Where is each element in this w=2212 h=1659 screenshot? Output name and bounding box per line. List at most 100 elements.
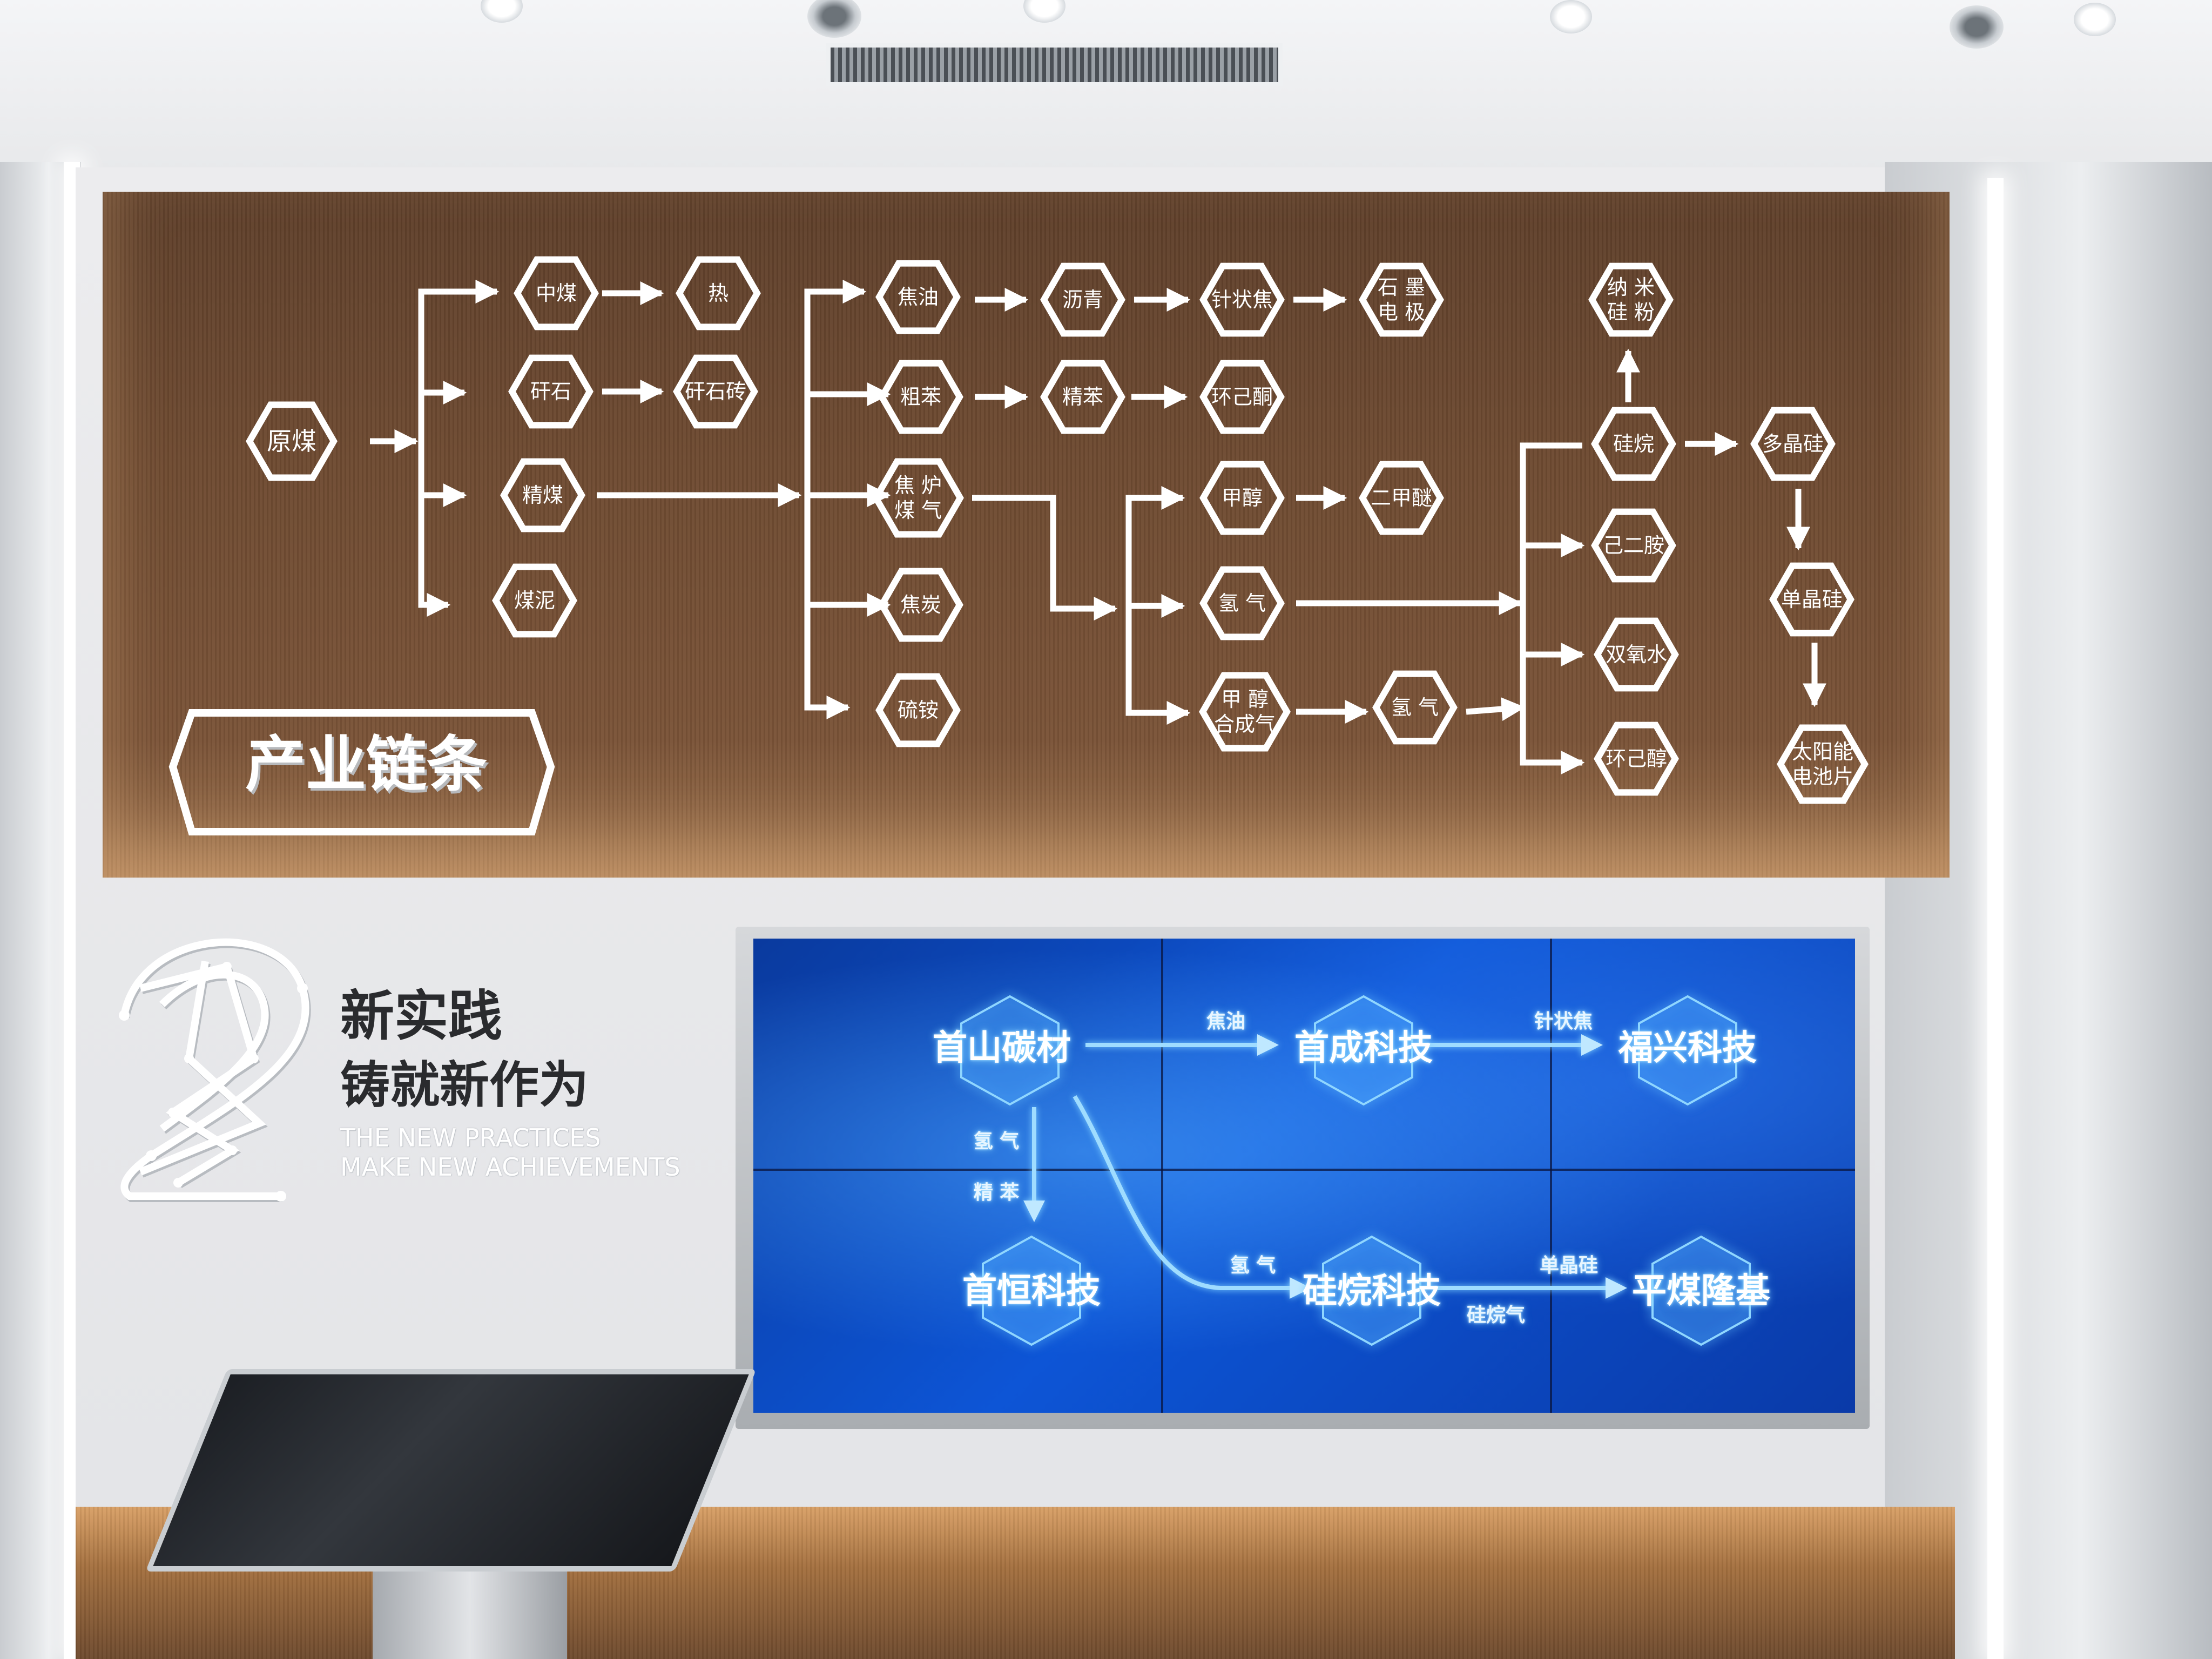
node-label-jiaotan: 焦炭: [900, 593, 942, 617]
ceiling-light: [1550, 0, 1592, 33]
hex-frame: [1314, 995, 1413, 1106]
node-label-re: 热: [707, 281, 729, 305]
node-label-huanjichun: 环己醇: [1605, 747, 1668, 771]
hex-node-jiaoyou: [875, 260, 961, 334]
industry-chain-title: 产业链条: [245, 730, 487, 800]
air-vent: [826, 43, 1283, 86]
flow-label-qingqi-curve: 氢 气: [1230, 1255, 1276, 1277]
flow-label-zhenzhuangjiao: 针状焦: [1534, 1010, 1593, 1033]
hex-node-jiachun: [1199, 461, 1285, 535]
company-shoushan: 首山碳材: [933, 1028, 1071, 1068]
node-label-yuanmei: 原煤: [267, 427, 316, 456]
hex-node-shimodianji: [1359, 262, 1444, 337]
node-label-liqing: 沥青: [1062, 288, 1104, 312]
hex-node-liqing: [1040, 262, 1125, 337]
hex-node-taiyangneng: [1777, 724, 1869, 804]
node-label-qingqi2: 氢 气: [1391, 696, 1439, 719]
ceiling: [0, 0, 2212, 184]
hex-node-guiwan: [1591, 407, 1676, 481]
hex-frame: [960, 995, 1060, 1106]
screen-seam: [1550, 939, 1552, 1413]
flow-branch: [972, 495, 1118, 621]
node-label-zhongmei: 中煤: [535, 281, 577, 305]
node-label-erjiami: 二甲醚: [1370, 486, 1433, 510]
node-label-jiaoyou: 焦油: [897, 285, 939, 309]
kiosk-stand: [373, 1566, 567, 1659]
hex-node-shuangyangshui: [1594, 617, 1679, 692]
hex-node-jiaotan: [878, 568, 963, 642]
badge-hexagon: [168, 709, 555, 835]
company-guiwankeji: 硅烷科技: [1303, 1271, 1441, 1311]
hex-node-jingmei: [500, 458, 585, 532]
hex-frame: [1322, 1235, 1421, 1346]
node-label-jiachun: 甲醇: [1221, 486, 1263, 510]
node-label-jingben: 精苯: [1062, 385, 1104, 409]
node-label-namiguifen: 纳 米 硅 粉: [1607, 275, 1655, 324]
hex-frame: [1651, 1235, 1751, 1346]
practice-english-caption: THE NEW PRACTICES MAKE NEW ACHIEVEMENTS: [340, 1123, 680, 1182]
node-label-huanjitong: 环己酮: [1211, 385, 1273, 409]
screen-seam: [753, 1169, 1855, 1171]
node-label-taiyangneng: 太阳能 电池片: [1791, 740, 1854, 788]
hex-node-qingqi2: [1372, 670, 1458, 745]
hex-node-namiguifen: [1588, 262, 1674, 337]
hex-node-danjinggui: [1769, 562, 1854, 637]
node-label-duojinggui: 多晶硅: [1762, 432, 1824, 456]
hex-node-zhenzhuangjiao: [1199, 262, 1285, 337]
flow-label-danjinggui: 单晶硅: [1539, 1255, 1599, 1277]
hex-node-huanjichun: [1594, 721, 1679, 796]
company-fuxing: 福兴科技: [1618, 1028, 1757, 1068]
ceiling-light: [2074, 3, 2116, 36]
screen-seam: [1161, 939, 1163, 1413]
practice-heading: 新实践: [340, 984, 502, 1048]
company-shoucheng: 首成科技: [1294, 1028, 1433, 1068]
hex-node-jierxian: [1591, 508, 1676, 583]
flow-label-qingqi-down: 氢 气: [973, 1130, 1020, 1152]
ceiling-speaker: [1950, 5, 2004, 49]
hex-node-erjiami: [1359, 461, 1444, 535]
node-label-jingmei: 精煤: [522, 483, 564, 507]
company-pingmeilongji: 平煤隆基: [1632, 1271, 1770, 1311]
hex-node-duojinggui: [1750, 407, 1836, 481]
practice-subheading: 铸就新作为: [340, 1056, 589, 1114]
hex-node-liuan: [875, 673, 961, 747]
node-label-cuben: 粗苯: [900, 385, 942, 409]
hex-frame: [982, 1235, 1081, 1346]
node-label-guiwan: 硅烷: [1613, 432, 1655, 456]
hex-node-ganshizhuan: [673, 354, 758, 429]
flow-label-jingben: 精 苯: [973, 1182, 1020, 1204]
node-label-shimodianji: 石 墨 电 极: [1377, 275, 1426, 324]
hex-node-cuben: [878, 360, 963, 434]
flow-arrow: [1073, 1095, 1311, 1299]
node-label-jierxian: 己二胺: [1602, 534, 1665, 557]
hex-node-jiaolumeiqi: [872, 458, 964, 538]
video-wall-screen: [753, 939, 1855, 1413]
hex-node-huanjitong: [1199, 360, 1285, 434]
hex-node-zhongmei: [514, 256, 599, 331]
hex-node-re: [676, 256, 761, 331]
node-label-qingqi1: 氢 气: [1218, 591, 1266, 615]
flow-label-jiaoyou: 焦油: [1206, 1010, 1246, 1033]
hex-node-meini: [492, 563, 577, 638]
node-label-jiachunhechengqi: 甲 醇 合成气: [1213, 687, 1276, 736]
right-light-strip: [1987, 178, 2004, 1659]
node-label-shuangyangshui: 双氧水: [1605, 643, 1668, 666]
flow-branch: [1520, 442, 1585, 774]
node-label-ganshizhuan: 矸石砖: [684, 380, 747, 403]
hex-node-jiachunhechengqi: [1199, 672, 1291, 752]
node-label-liuan: 硫铵: [897, 698, 939, 722]
flow-label-guiwanqi: 硅烷气: [1466, 1304, 1526, 1326]
flow-arrow: [1466, 697, 1526, 721]
node-label-danjinggui: 单晶硅: [1781, 588, 1843, 611]
touch-kiosk-screen[interactable]: [145, 1369, 757, 1572]
hex-frame: [1638, 995, 1737, 1106]
hex-node-qingqi1: [1199, 566, 1285, 640]
hex-node-yuanmei: [246, 401, 338, 481]
node-label-zhenzhuangjiao: 针状焦: [1211, 288, 1273, 312]
hex-node-ganshi: [508, 354, 594, 429]
hex-node-jingben: [1040, 360, 1125, 434]
node-label-ganshi: 矸石: [530, 380, 572, 403]
